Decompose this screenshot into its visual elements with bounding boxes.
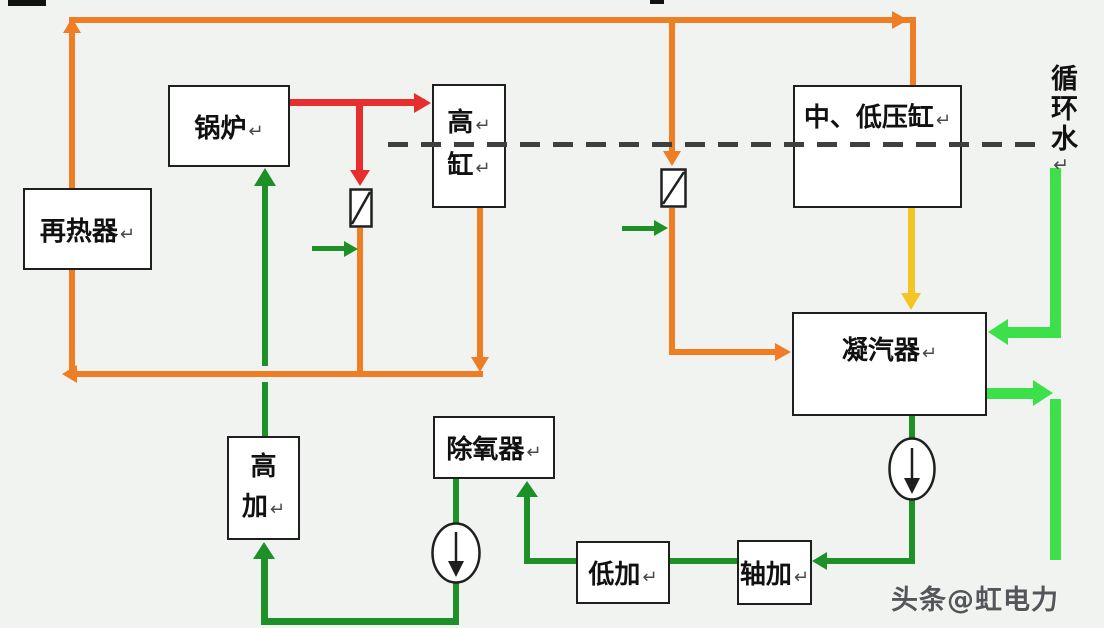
condenser-label: 凝汽器 bbox=[841, 336, 920, 366]
box-boiler: 锅炉↵ bbox=[168, 85, 290, 167]
hp-heater-label-1: 高 bbox=[250, 451, 277, 482]
pipe-feedwater-upper bbox=[262, 186, 268, 366]
bypass-arrowhead bbox=[775, 343, 791, 361]
pipe-hp-exhaust bbox=[477, 208, 483, 358]
valve2-pilot-line bbox=[622, 226, 656, 231]
hp-cylinder-label-2: 缸 bbox=[447, 151, 474, 181]
boiler-label: 锅炉 bbox=[194, 113, 247, 144]
pipe-condenser-to-pump bbox=[909, 416, 915, 440]
deaerator-riser-arrowhead bbox=[516, 481, 538, 497]
box-gland-heater: 轴加↵ bbox=[737, 540, 812, 605]
condensate-arrowhead-gland bbox=[812, 552, 827, 570]
circulating-water-label: 循环水↵ bbox=[1046, 64, 1077, 179]
main-steam-branch-arrowhead bbox=[350, 170, 370, 186]
return-mark: ↵ bbox=[475, 115, 491, 136]
pipe-valve1-drain bbox=[357, 228, 363, 374]
pipe-cold-reheat bbox=[69, 371, 483, 377]
return-mark: ↵ bbox=[526, 442, 542, 463]
shaft-dashed-line bbox=[388, 142, 1038, 147]
cold-reheat-arrowhead bbox=[62, 365, 77, 383]
valve2-supply-arrowhead bbox=[663, 151, 681, 166]
return-mark: ↵ bbox=[793, 567, 810, 588]
return-mark: ↵ bbox=[475, 158, 491, 179]
reheater-riser-arrowhead bbox=[63, 18, 81, 33]
pipe-feedwater-lower bbox=[262, 382, 268, 436]
pipe-hot-reheat-top bbox=[69, 17, 916, 23]
feedwater-arrowhead bbox=[254, 168, 276, 186]
circwater-inlet-arrowhead bbox=[988, 319, 1008, 345]
pipe-hp-heater-riser bbox=[261, 559, 268, 618]
return-mark: ↵ bbox=[935, 110, 952, 131]
box-deaerator: 除氧器↵ bbox=[433, 416, 555, 479]
hot-reheat-arrowhead bbox=[892, 11, 908, 29]
pipe-circwater-inlet-h bbox=[1008, 327, 1061, 338]
pipe-circwater-inlet-v bbox=[1050, 168, 1061, 332]
valve1-pilot-arrowhead bbox=[344, 241, 358, 257]
box-lp-heater: 低加↵ bbox=[576, 541, 670, 604]
hp-heater-arrowhead bbox=[253, 542, 275, 559]
scan-artifact bbox=[650, 0, 664, 4]
pipe-bypass-to-condenser bbox=[669, 349, 779, 355]
valve1-pilot-line bbox=[312, 246, 346, 251]
box-hp-heater: 高 加↵ bbox=[227, 436, 300, 540]
box-condenser: 凝汽器↵ bbox=[792, 312, 987, 416]
box-reheater: 再热器↵ bbox=[23, 188, 152, 270]
lp-exhaust-arrowhead bbox=[901, 293, 921, 310]
pipe-into-iplp-cylinder bbox=[910, 20, 916, 85]
valve-icon bbox=[349, 188, 373, 228]
valve2-pilot-arrowhead bbox=[654, 220, 668, 236]
lp-heater-label: 低加 bbox=[588, 560, 641, 590]
hp-heater-label-2: 加 bbox=[241, 491, 268, 522]
main-steam-arrowhead bbox=[414, 93, 431, 113]
pipe-valve2-supply bbox=[669, 20, 675, 152]
valve-icon bbox=[660, 168, 687, 208]
feed-pump-icon bbox=[431, 522, 481, 584]
return-mark: ↵ bbox=[248, 120, 264, 142]
pipe-deaerator-riser bbox=[524, 496, 530, 564]
iplp-cylinder-label: 中、低压缸 bbox=[803, 103, 934, 133]
return-mark: ↵ bbox=[921, 343, 938, 364]
reheater-label: 再热器 bbox=[39, 216, 118, 247]
gland-heater-label: 轴加 bbox=[739, 560, 792, 590]
watermark: 头条@虹电力 bbox=[891, 585, 1059, 616]
hp-cylinder-label-1: 高 bbox=[447, 108, 474, 138]
pipe-condensate-2 bbox=[670, 558, 737, 564]
circwater-outlet-arrowhead bbox=[1033, 380, 1053, 406]
return-mark: ↵ bbox=[642, 567, 658, 588]
pipe-circwater-outlet-v bbox=[1050, 399, 1061, 560]
pipe-bottom-run bbox=[261, 618, 459, 625]
condensate-pump-icon bbox=[888, 437, 936, 501]
pipe-condensate-3 bbox=[524, 558, 576, 564]
pipe-deaerator-to-pump bbox=[453, 479, 459, 525]
scan-artifact bbox=[8, 0, 46, 6]
pipe-feedpump-down bbox=[453, 581, 459, 625]
pipe-pump-down bbox=[909, 499, 915, 561]
deaerator-label: 除氧器 bbox=[446, 435, 525, 465]
hp-exhaust-arrowhead bbox=[471, 357, 489, 372]
pipe-reheater-riser bbox=[69, 24, 75, 188]
pipe-lp-exhaust bbox=[908, 208, 915, 300]
pipe-condensate-1 bbox=[822, 558, 915, 564]
pipe-circwater-outlet-h bbox=[987, 388, 1035, 399]
pipe-reheater-downcomer bbox=[69, 270, 75, 374]
return-mark: ↵ bbox=[1050, 154, 1072, 179]
pipe-valve2-drain bbox=[669, 208, 675, 352]
pipe-main-steam-branch bbox=[356, 99, 363, 172]
return-mark: ↵ bbox=[119, 223, 136, 245]
return-mark: ↵ bbox=[269, 498, 286, 520]
